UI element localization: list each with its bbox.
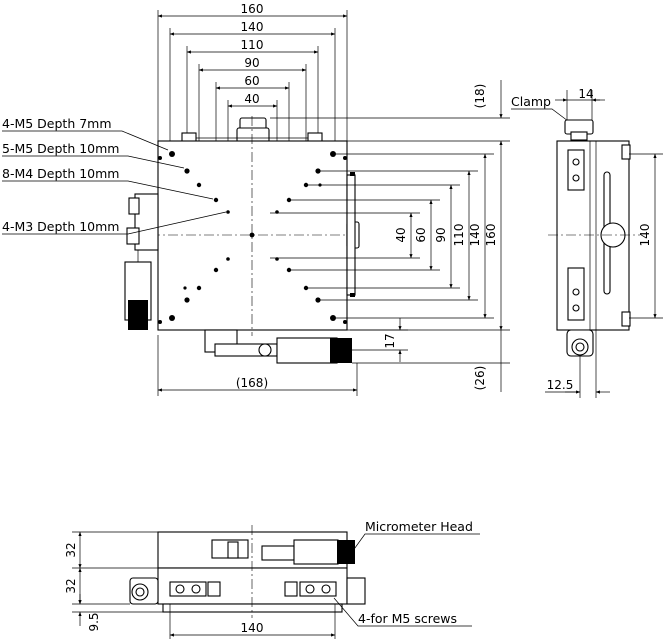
label-4-m5-depth-7mm: 4-M5 Depth 7mm — [2, 116, 112, 131]
dim-width-110: 110 — [241, 38, 264, 52]
front-view: Micrometer Head 4-for M5 screws 32 32 9.… — [64, 519, 480, 639]
dim-height-140: 140 — [468, 224, 482, 247]
dim-offset-top: (18) — [473, 84, 487, 109]
dim-height-160: 160 — [484, 224, 498, 247]
dim-width-90: 90 — [244, 56, 259, 70]
label-m5-screws: 4-for M5 screws — [358, 611, 457, 626]
dim-front-base: 9.5 — [87, 612, 101, 631]
top-view: 160 140 110 90 60 40 — [2, 2, 510, 396]
dim-width-60: 60 — [244, 74, 259, 88]
dim-width-140: 140 — [241, 20, 264, 34]
dim-width-160: 160 — [241, 2, 264, 16]
dim-offset-bottom: (26) — [473, 366, 487, 391]
label-4-m3-depth-10mm: 4-M3 Depth 10mm — [2, 219, 119, 234]
dim-height-90: 90 — [434, 227, 448, 242]
dim-height-40: 40 — [394, 227, 408, 242]
label-5-m5-depth-10mm: 5-M5 Depth 10mm — [2, 141, 119, 156]
dim-height-110: 110 — [452, 224, 466, 247]
label-micrometer-head: Micrometer Head — [365, 519, 473, 534]
dim-side-140: 140 — [638, 224, 652, 247]
dim-side-12-5: 12.5 — [547, 378, 574, 392]
label-clamp: Clamp — [511, 94, 551, 109]
dim-front-height-upper: 32 — [64, 542, 78, 557]
dim-clamp-14: 14 — [578, 87, 593, 101]
hole-callouts: 4-M5 Depth 7mm 5-M5 Depth 10mm 8-M4 Dept… — [2, 116, 227, 235]
dim-front-width-140: 140 — [241, 621, 264, 635]
height-dimensions: 40 60 90 110 140 160 (18) — [270, 80, 510, 392]
mounting-holes — [158, 151, 347, 324]
front-screws — [169, 581, 337, 597]
left-micrometer — [124, 193, 159, 330]
bottom-micrometer — [204, 329, 352, 364]
dim-width-40: 40 — [244, 92, 259, 106]
side-view: Clamp 14 140 12.5 — [511, 87, 663, 398]
dim-micrometer-offset: 17 — [383, 333, 397, 348]
label-8-m4-depth-10mm: 8-M4 Depth 10mm — [2, 166, 119, 181]
dim-front-height-lower: 32 — [64, 578, 78, 593]
dim-height-60: 60 — [414, 227, 428, 242]
dim-overall-width: (168) — [236, 376, 268, 390]
